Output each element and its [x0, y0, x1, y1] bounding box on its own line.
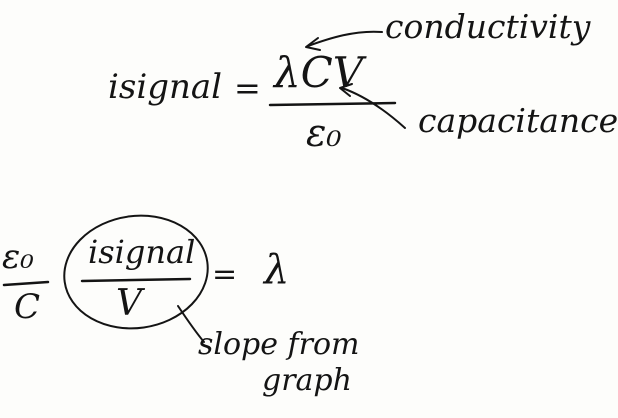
eq2-rhs: λ: [264, 247, 290, 293]
eq1-numerator: λCV: [274, 48, 364, 97]
eq1-equals: =: [234, 69, 261, 107]
capacitance-annotation: capacitance: [418, 101, 618, 140]
eq1-lhs: isignal: [108, 67, 223, 107]
eq2-c: C: [14, 287, 41, 327]
eq2-ratio-numerator: isignal: [88, 233, 196, 271]
graph-annotation: graph: [262, 363, 352, 398]
eq2-ratio-denominator: V: [116, 283, 142, 324]
eq1-denominator: ε₀: [306, 111, 342, 155]
conductivity-arrow: [307, 30, 383, 47]
eq1-fraction-bar: [268, 101, 397, 107]
conductivity-annotation: conductivity: [385, 7, 591, 46]
eq2-equals: =: [212, 257, 238, 292]
slope-annotation: slope from: [198, 327, 360, 362]
eq2-small-fraction-bar: [2, 280, 50, 287]
eq2-fraction-bar: [80, 277, 192, 283]
eq2-epsilon: ε₀: [2, 237, 34, 277]
